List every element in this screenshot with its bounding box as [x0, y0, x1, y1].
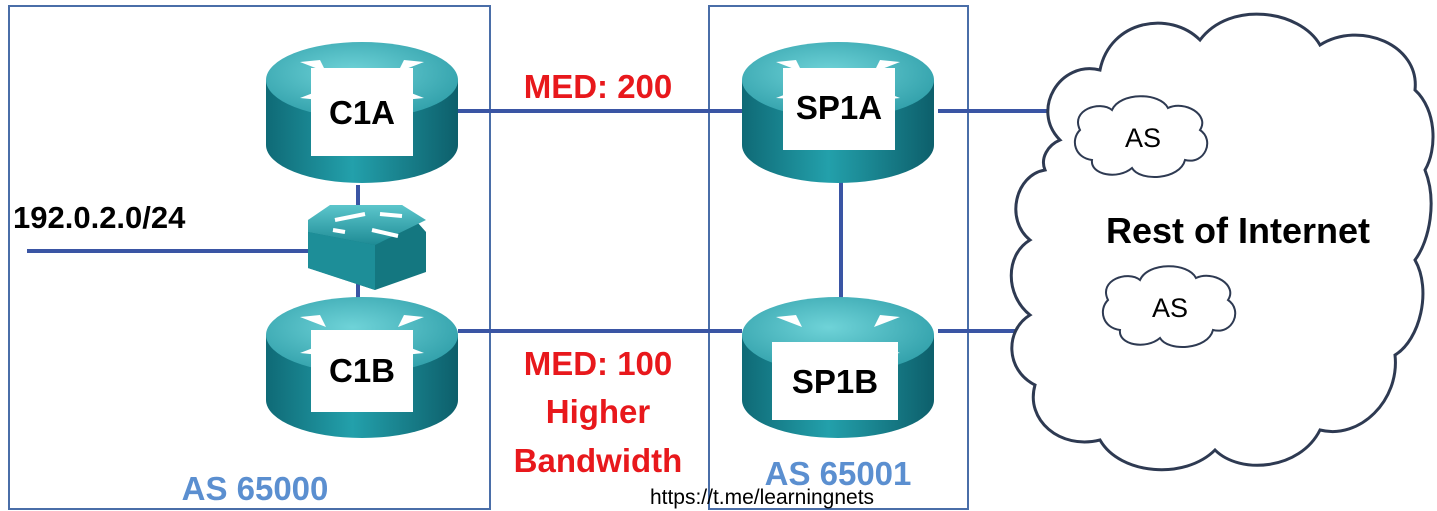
links: [27, 109, 1098, 333]
router-c1b-icon: [266, 297, 458, 438]
bandwidth-label: Bandwidth: [514, 442, 683, 479]
as65001-label: AS 65001: [765, 455, 912, 492]
cloud-title: Rest of Internet: [1106, 210, 1370, 251]
router-sp1a-icon: [742, 42, 934, 183]
as-cloud-top-label: AS: [1125, 123, 1161, 153]
router-c1a-label: C1A: [329, 94, 395, 131]
as65000-box: [8, 5, 491, 510]
router-sp1b-label: SP1B: [792, 363, 878, 400]
router-sp1b-icon: [742, 297, 934, 438]
as-cloud-bottom: [1101, 265, 1237, 349]
as-cloud-bottom-label: AS: [1152, 293, 1188, 323]
router-c1b-label: C1B: [329, 352, 395, 389]
internet-cloud: [1009, 12, 1435, 472]
switch-icon: [308, 205, 426, 290]
as65001-box: [708, 5, 969, 510]
as-cloud-top: [1073, 95, 1209, 179]
router-sp1a-label: SP1A: [796, 89, 882, 126]
as65000-label: AS 65000: [182, 470, 329, 507]
prefix-label: 192.0.2.0/24: [13, 200, 186, 235]
watermark: https://t.me/learningnets: [650, 486, 874, 509]
med-200-label: MED: 200: [524, 68, 673, 105]
higher-label: Higher: [546, 393, 651, 430]
med-100-label: MED: 100: [524, 345, 673, 382]
router-c1a-icon: [266, 42, 458, 183]
